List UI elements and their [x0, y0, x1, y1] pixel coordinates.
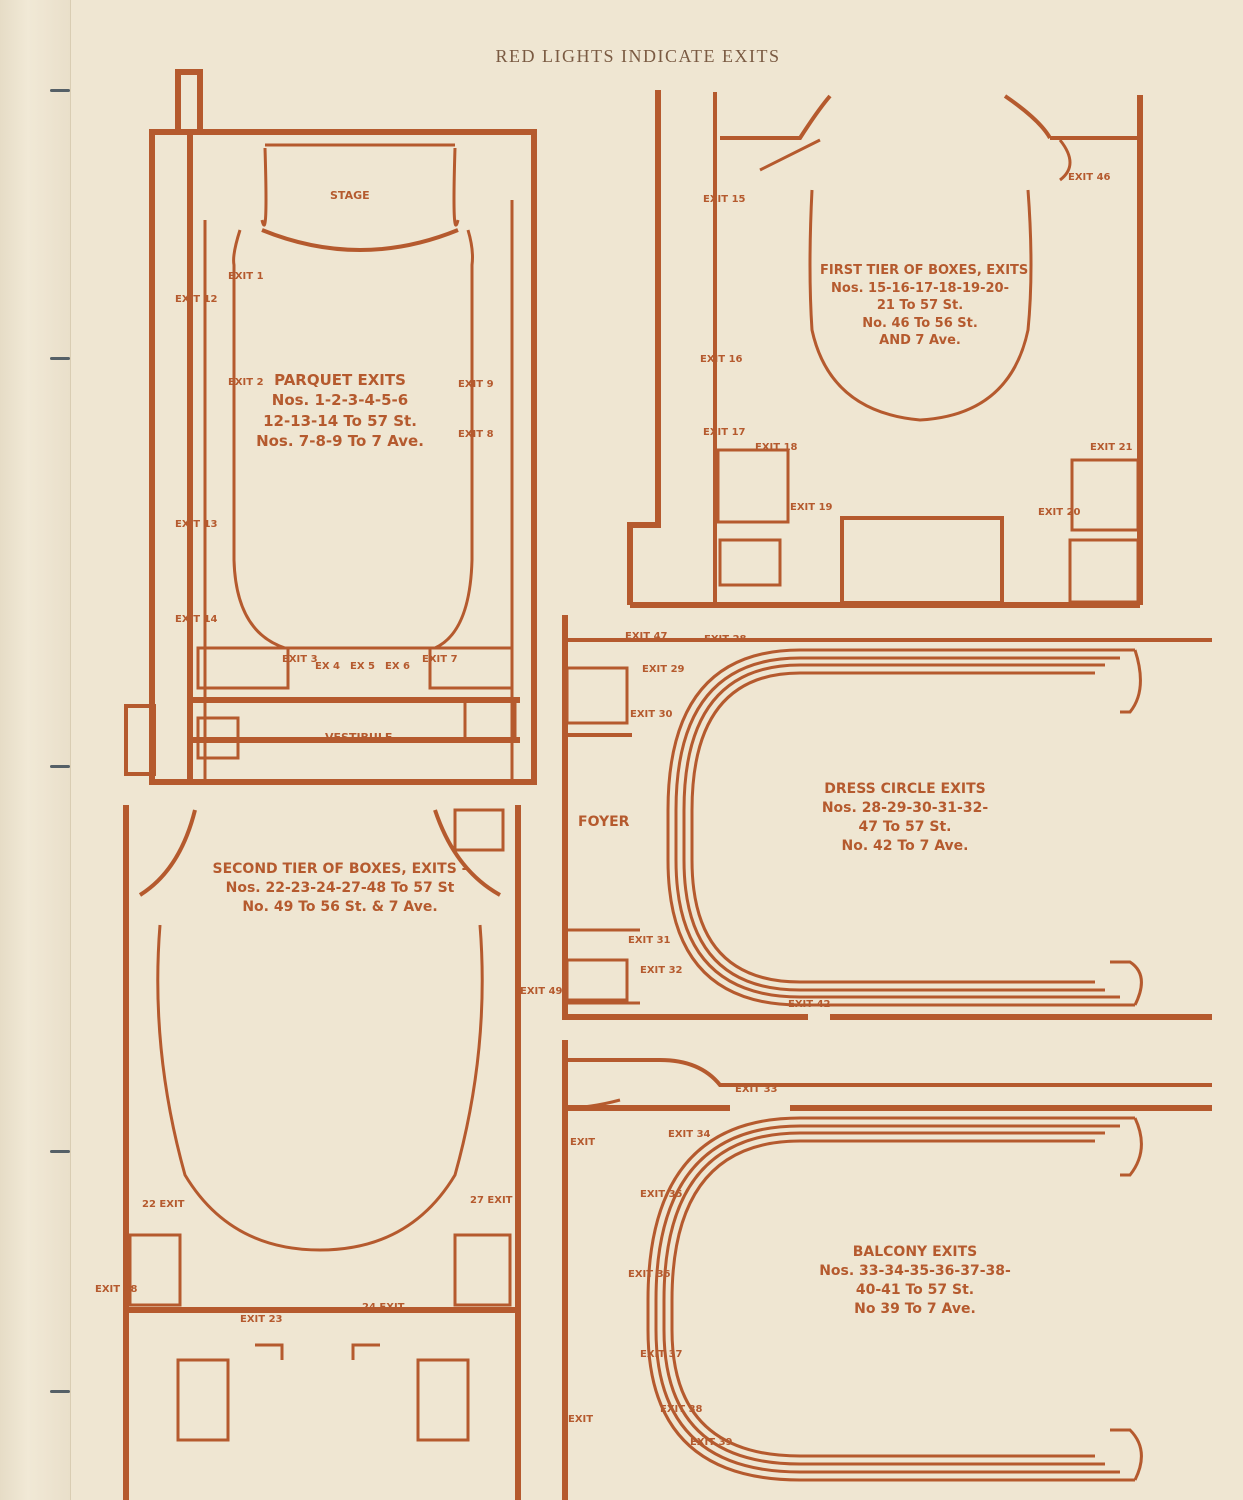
dress-circle-exits-title: DRESS CIRCLE EXITS Nos. 28-29-30-31-32- … — [821, 781, 989, 854]
exit-marker: EXIT 47 — [625, 631, 668, 642]
second-tier-plan — [123, 805, 521, 1500]
staple-icon — [40, 1385, 70, 1399]
exit-marker: EXIT 36 — [628, 1269, 671, 1280]
exit-marker: EXIT 18 — [755, 442, 798, 453]
exit-marker: EXIT 14 — [175, 614, 218, 625]
exit-marker: EXIT 29 — [642, 664, 685, 675]
exit-marker: EXIT 19 — [790, 502, 833, 513]
exit-marker: EX 6 — [385, 661, 410, 672]
exit-marker: EXIT 1 — [228, 271, 264, 282]
exit-marker: EXIT 12 — [175, 294, 218, 305]
exit-marker: EXIT 35 — [640, 1189, 683, 1200]
staple-icon — [40, 760, 70, 774]
exit-marker: EXIT 2 — [228, 377, 264, 388]
exit-marker: EX 5 — [350, 661, 375, 672]
exit-marker: EXIT 9 — [458, 379, 494, 390]
foyer-label: FOYER — [578, 814, 630, 830]
dress-circle-plan — [562, 615, 1212, 1020]
exit-marker: EXIT 20 — [1038, 507, 1081, 518]
exit-marker: EXIT 15 — [703, 194, 746, 205]
balcony-exits-title: BALCONY EXITS Nos. 33-34-35-36-37-38- 40… — [819, 1244, 1011, 1317]
exit-marker: EXIT — [570, 1137, 596, 1148]
exit-marker: EXIT 3 — [282, 654, 318, 665]
parquet-plan — [124, 69, 537, 785]
exit-marker: EXIT 28 — [704, 634, 747, 645]
vestibule-label: VESTIBULE — [325, 731, 393, 744]
exit-marker: EXIT 33 — [735, 1084, 778, 1095]
first-tier-plan — [627, 90, 1143, 608]
exit-marker: EX 4 — [315, 661, 340, 672]
exit-marker: EXIT 7 — [422, 654, 458, 665]
exit-marker: 24 EXIT — [362, 1302, 405, 1313]
second-tier-exits-title: SECOND TIER OF BOXES, EXITS - Nos. 22-23… — [212, 861, 468, 915]
exit-marker: EXIT 32 — [640, 965, 683, 976]
staple-icon — [40, 84, 70, 98]
exit-marker: EXIT 34 — [668, 1129, 711, 1140]
exit-marker: EXIT 38 — [660, 1404, 703, 1415]
exit-marker: EXIT 13 — [175, 519, 218, 530]
exit-marker: EXIT 39 — [690, 1437, 733, 1448]
staple-icon — [40, 1145, 70, 1159]
parquet-exits-title: PARQUET EXITS Nos. 1-2-3-4-5-6 12-13-14 … — [256, 371, 424, 450]
binding-strip — [0, 0, 71, 1500]
exit-marker: EXIT 30 — [630, 709, 673, 720]
exit-marker: EXIT 48 — [95, 1284, 138, 1295]
exit-marker: EXIT 37 — [640, 1349, 683, 1360]
exit-marker: EXIT 23 — [240, 1314, 283, 1325]
exit-marker: EXIT 17 — [703, 427, 746, 438]
balcony-plan — [562, 1040, 1212, 1500]
exit-marker: 27 EXIT — [470, 1195, 513, 1206]
exit-marker: EXIT 21 — [1090, 442, 1133, 453]
exit-marker: EXIT 8 — [458, 429, 494, 440]
first-tier-exits-title: FIRST TIER OF BOXES, EXITS Nos. 15-16-17… — [820, 263, 1029, 349]
page-header: RED LIGHTS INDICATE EXITS — [495, 46, 781, 66]
stage-label: STAGE — [330, 189, 370, 202]
exit-marker: EXIT 31 — [628, 935, 671, 946]
exit-marker: EXIT 49 — [520, 986, 563, 997]
exit-marker: EXIT — [568, 1414, 594, 1425]
exit-marker: 22 EXIT — [142, 1199, 185, 1210]
exit-marker: EXIT 46 — [1068, 172, 1111, 183]
exit-marker: EXIT 42 — [788, 999, 831, 1010]
exit-marker: EXIT 16 — [700, 354, 743, 365]
staple-icon — [40, 352, 70, 366]
